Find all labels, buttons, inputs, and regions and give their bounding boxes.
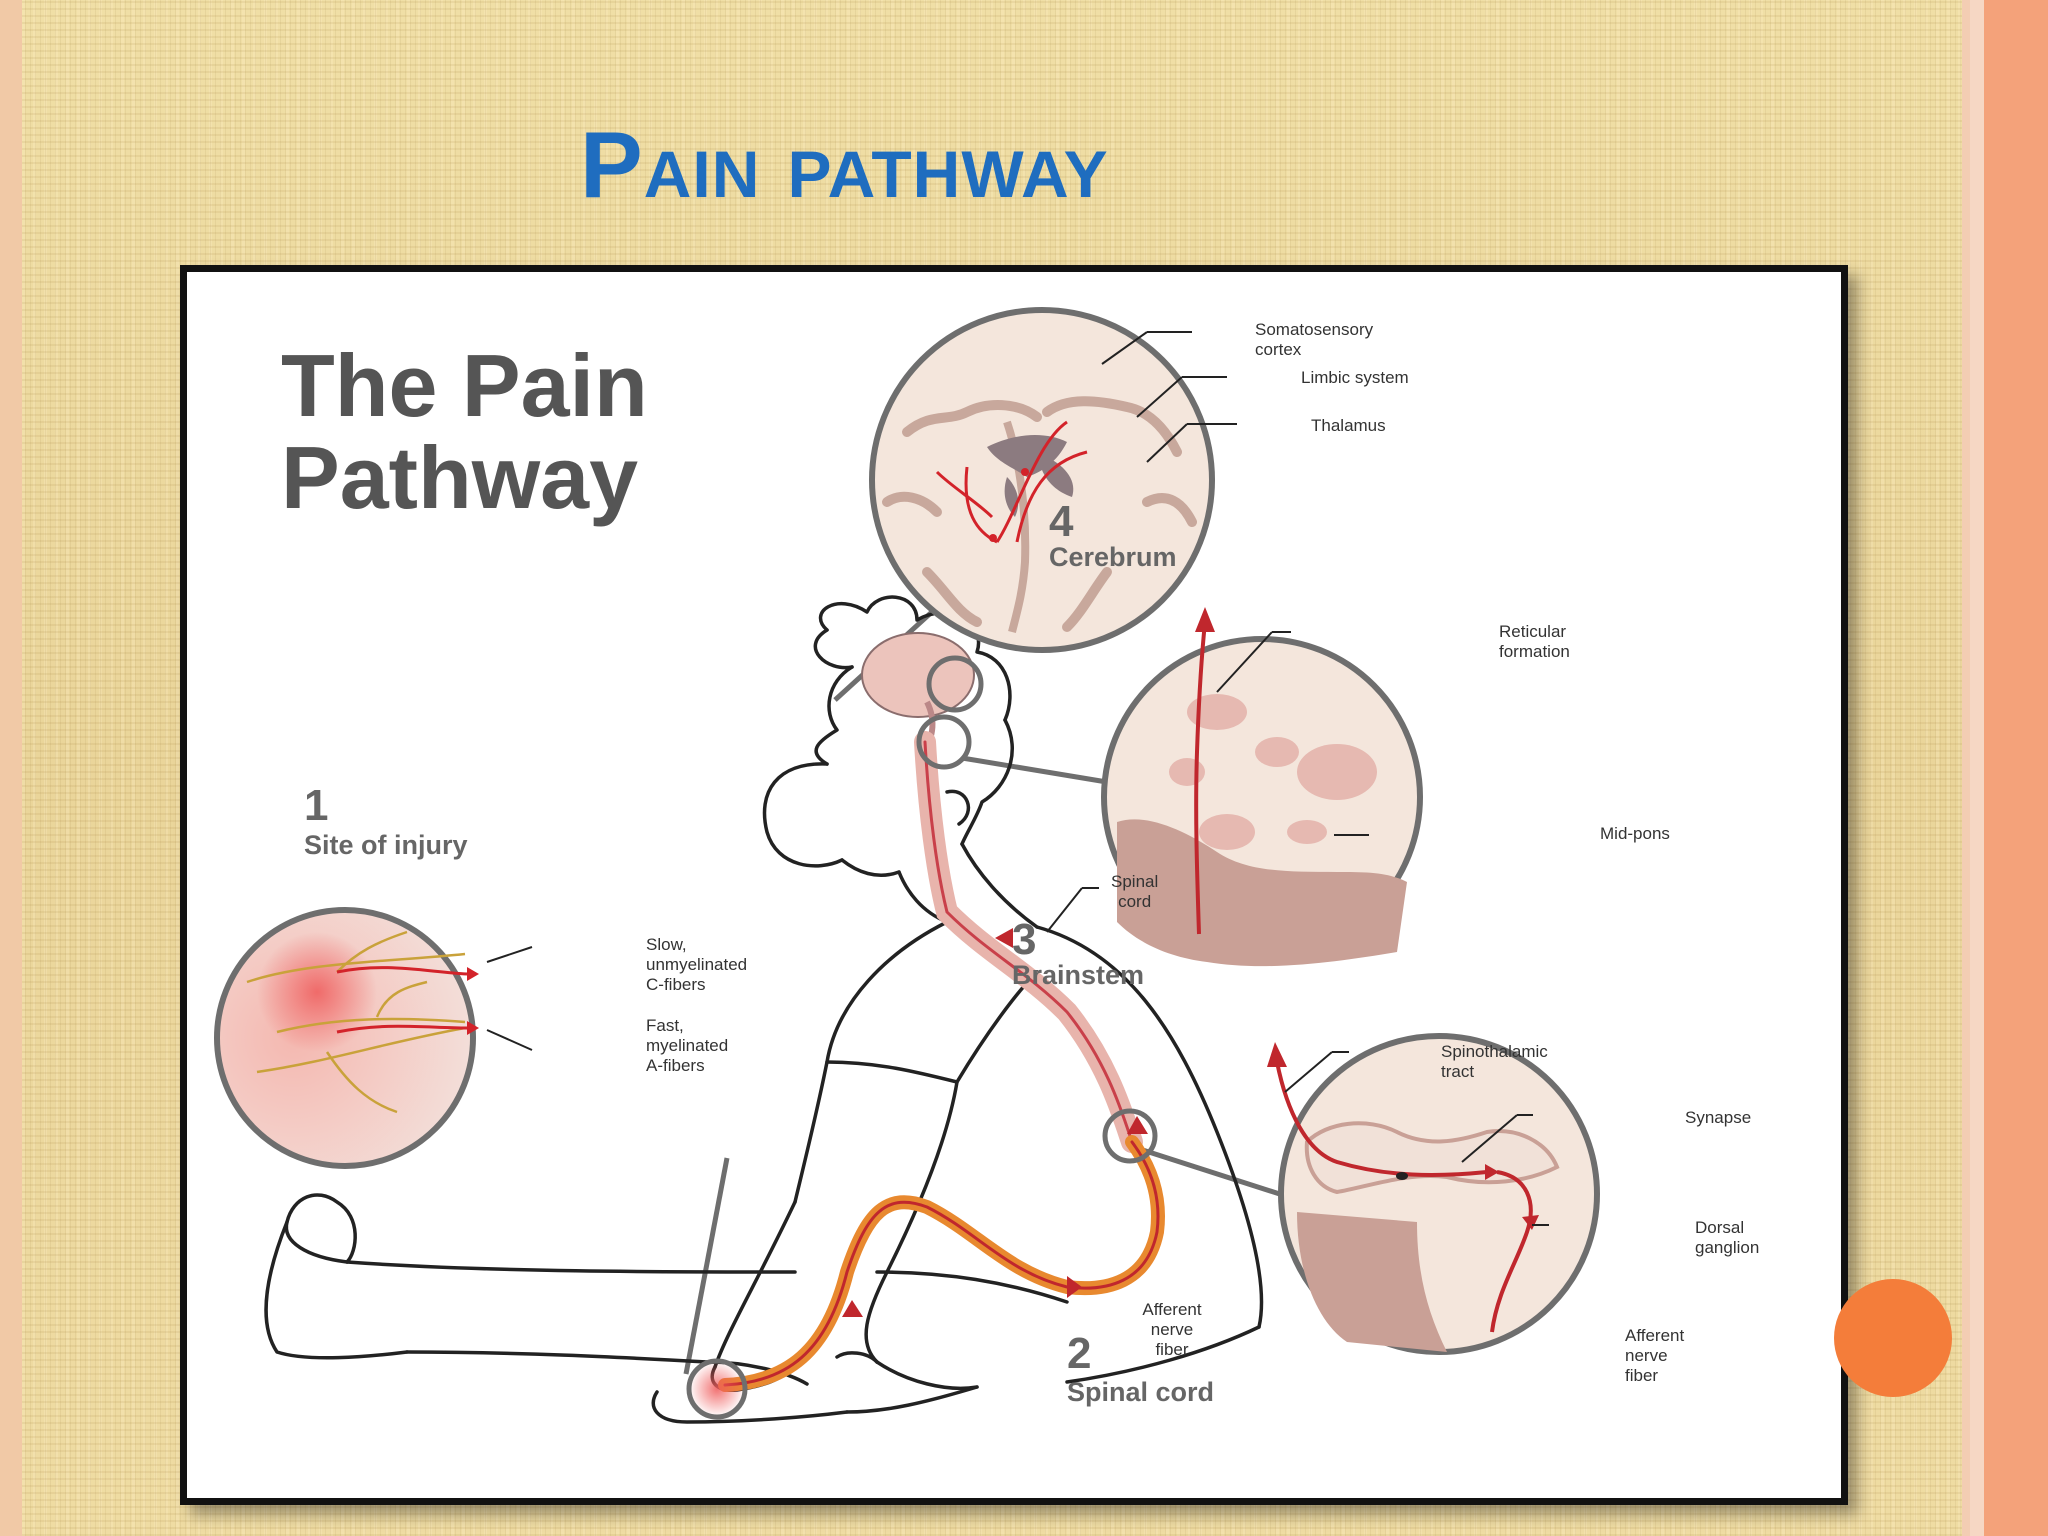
stage-3-number: 3 bbox=[1012, 915, 1037, 964]
thigh-outline bbox=[875, 1270, 1069, 1304]
stage-3-name: Brainstem bbox=[1012, 960, 1145, 990]
brain-shape bbox=[861, 632, 975, 718]
figure-title-line-1: The Pain bbox=[281, 336, 648, 435]
right-border-band bbox=[1970, 0, 1984, 1536]
pain-pathway-figure: The Pain Pathway 1 Site of injury 2 Spin… bbox=[180, 265, 1848, 1505]
stage-1-number: 1 bbox=[304, 781, 329, 830]
right-border-stripe bbox=[1962, 0, 1970, 1536]
leg-upper bbox=[345, 1260, 797, 1274]
label-slow-unmyelinated-c-fibers: Slow, unmyelinated C-fibers bbox=[646, 935, 748, 994]
label-synapse: Synapse bbox=[1685, 1108, 1752, 1127]
back-outline bbox=[1035, 925, 1264, 1329]
figure-title-line-2: Pathway bbox=[281, 428, 639, 527]
label-afferent-nerve-fiber-leg: Afferent nerve fiber bbox=[1142, 1300, 1202, 1359]
pain-pathway-illustration bbox=[214, 307, 1600, 1424]
locator-cerebrum bbox=[926, 655, 984, 713]
stage-4-name: Cerebrum bbox=[1049, 542, 1177, 572]
slide-title: Pain pathway bbox=[580, 112, 1109, 217]
stage-2-name: Spinal cord bbox=[1067, 1377, 1215, 1407]
label-thalamus: Thalamus bbox=[1311, 416, 1386, 435]
figure-title: The Pain Pathway bbox=[281, 340, 648, 524]
arrow-up-leg bbox=[842, 1300, 863, 1317]
decorative-orange-circle bbox=[1834, 1279, 1952, 1397]
torso-front bbox=[793, 920, 949, 1204]
body-outline bbox=[264, 595, 1264, 1424]
foot-left bbox=[284, 1193, 357, 1264]
connector-site-of-injury bbox=[683, 1157, 730, 1375]
label-somatosensory-cortex: Somatosensory cortex bbox=[1255, 320, 1374, 359]
face-outline bbox=[762, 762, 844, 868]
label-spinal-cord: Spinal cord bbox=[1111, 872, 1159, 911]
arrow-left-neck bbox=[995, 928, 1013, 948]
leg-lower bbox=[405, 1350, 709, 1364]
right-border-edge bbox=[1984, 0, 2048, 1536]
stage-2-number: 2 bbox=[1067, 1329, 1092, 1378]
left-border-stripe bbox=[0, 0, 22, 1536]
afferent-nerve-path bbox=[718, 928, 1165, 1392]
label-mid-pons: Mid-pons bbox=[1600, 824, 1670, 843]
spinal-cord-pointer bbox=[1046, 887, 1099, 933]
label-dorsal-ganglion: Dorsal ganglion bbox=[1695, 1218, 1760, 1257]
arrow-up-back bbox=[1127, 1116, 1148, 1134]
label-reticular-formation: Reticular formation bbox=[1499, 622, 1570, 661]
inset-brainstem bbox=[1101, 607, 1423, 967]
inset-site-of-injury bbox=[214, 907, 533, 1169]
label-limbic-system: Limbic system bbox=[1301, 368, 1409, 387]
label-spinothalamic-tract: Spinothalamic tract bbox=[1441, 1042, 1548, 1081]
arrow-right-leg bbox=[1067, 1276, 1082, 1298]
left-arm bbox=[713, 1200, 797, 1369]
locator-spinal-cord bbox=[1102, 1108, 1158, 1164]
inset-cerebrum bbox=[869, 307, 1237, 653]
locator-brainstem bbox=[916, 714, 972, 770]
right-arm bbox=[864, 1080, 959, 1364]
foot-right bbox=[651, 1390, 849, 1424]
spinal-cord-tube bbox=[914, 731, 1143, 1153]
label-fast-myelinated-a-fibers: Fast, myelinated A-fibers bbox=[646, 1016, 729, 1075]
inset-spinal-cord bbox=[1267, 1033, 1600, 1355]
stage-1-name: Site of injury bbox=[304, 830, 468, 860]
label-afferent-nerve-fiber-cord: Afferent nerve fiber bbox=[1625, 1326, 1685, 1385]
head-outline bbox=[814, 665, 854, 766]
locator-circles bbox=[686, 655, 1158, 1420]
hair-outline bbox=[818, 595, 1012, 722]
stage-4-number: 4 bbox=[1049, 497, 1074, 546]
locator-site-of-injury bbox=[686, 1358, 748, 1420]
